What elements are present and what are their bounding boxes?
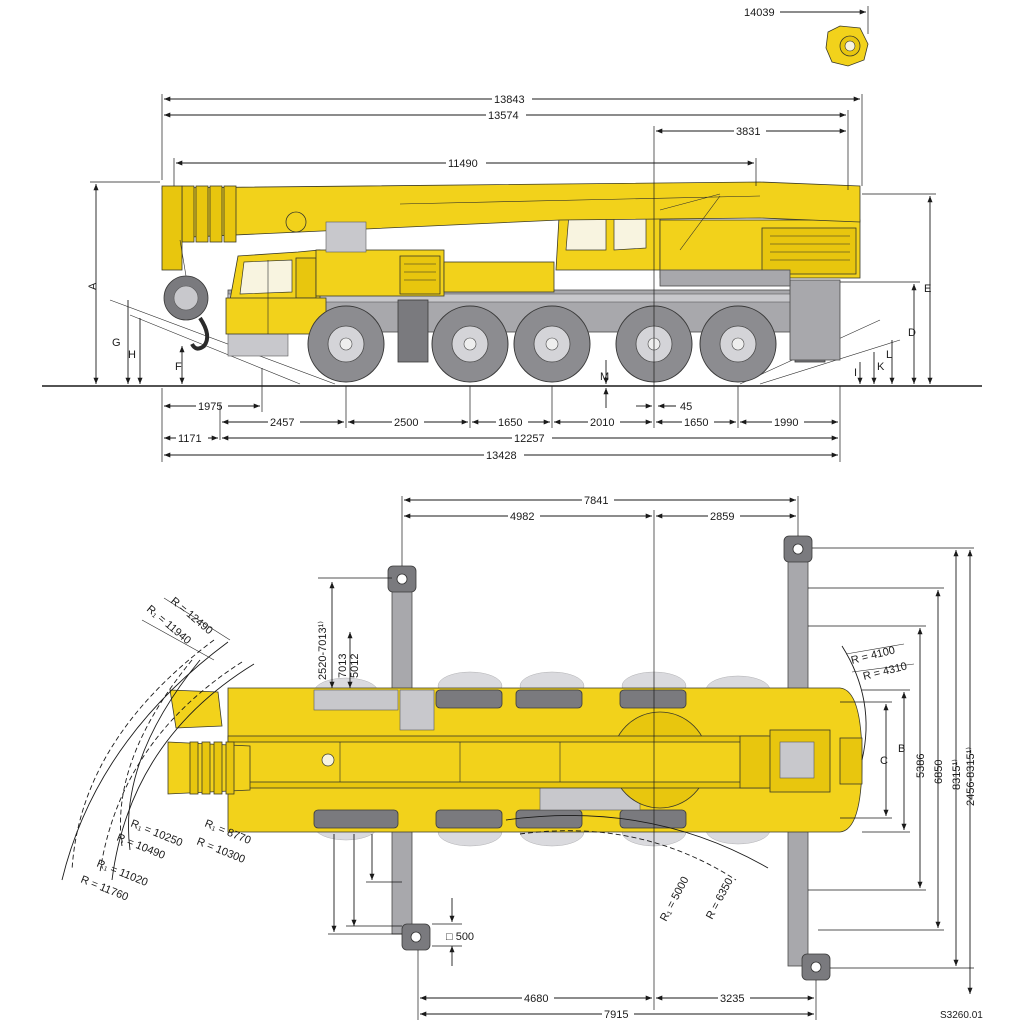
letter-M: M (600, 371, 609, 383)
dim-1171: 1171 (178, 433, 202, 445)
telescopic-boom (161, 181, 861, 253)
letter-H: H (128, 349, 136, 361)
turntable-icon (825, 25, 869, 67)
top-dimensions: 7841 4982 2859 2520-7013¹⁾ 7013 5012 (317, 492, 977, 1021)
letter-F: F (175, 361, 182, 373)
dim-1650-a: 1650 (498, 417, 522, 429)
radius-4310: R = 4310 (862, 660, 909, 683)
dim-7841: 7841 (584, 495, 608, 507)
dim-1975: 1975 (198, 401, 222, 413)
dim-14039: 14039 (744, 7, 775, 19)
dim-2500: 2500 (394, 417, 418, 429)
dim-3831: 3831 (736, 126, 760, 138)
dim-8315: 8315¹⁾ (951, 759, 963, 790)
letter-E: E (924, 283, 931, 295)
dim-1990: 1990 (774, 417, 798, 429)
letter-I: I (854, 367, 857, 379)
dim-B: B (898, 743, 905, 755)
dim-13843: 13843 (494, 94, 525, 106)
hook-block (161, 185, 210, 351)
top-view: 7841 4982 2859 2520-7013¹⁾ 7013 5012 (61, 492, 977, 1021)
dim-3235: 3235 (720, 993, 744, 1005)
carrier-body (315, 249, 555, 297)
carrier-cab (225, 249, 327, 335)
letter-K: K (877, 361, 885, 373)
radius-5000: R₁ = 5000 (658, 875, 691, 924)
dim-13574: 13574 (488, 110, 519, 122)
dim-500: □ 500 (446, 931, 474, 943)
dim-C: C (880, 755, 888, 767)
dim-5386: 5386 (915, 754, 927, 778)
dim-2010: 2010 (590, 417, 614, 429)
dim-2520-7013: 2520-7013¹⁾ (317, 621, 329, 680)
dim-2456-8315: 2456-8315¹⁾ (965, 747, 977, 806)
dim-1650-b: 1650 (684, 417, 708, 429)
letter-G: G (112, 337, 121, 349)
letter-L: L (886, 349, 892, 361)
letter-A: A (87, 282, 99, 290)
dim-4982: 4982 (510, 511, 534, 523)
dim-4680: 4680 (524, 993, 548, 1005)
radius-6350: R = 6350 (704, 876, 736, 921)
dim-45: 45 (680, 401, 692, 413)
dim-11490: 11490 (448, 158, 478, 170)
dim-7915: 7915 (604, 1009, 628, 1021)
dim-6850: 6850 (933, 760, 945, 784)
dim-12257: 12257 (514, 433, 545, 445)
dim-7013: 7013 (337, 654, 349, 678)
drawing-id: S3260.01 (940, 1010, 983, 1021)
boom-top (227, 729, 863, 793)
side-view: 14039 13843 13574 3831 (42, 6, 982, 462)
dim-13428: 13428 (486, 450, 517, 462)
boom-swing-ghost (167, 689, 251, 795)
dim-2859: 2859 (710, 511, 734, 523)
letter-D: D (908, 327, 916, 339)
dim-2457: 2457 (270, 417, 294, 429)
side-dimensions: 14039 13843 13574 3831 (87, 6, 936, 462)
dim-5012: 5012 (349, 654, 361, 678)
